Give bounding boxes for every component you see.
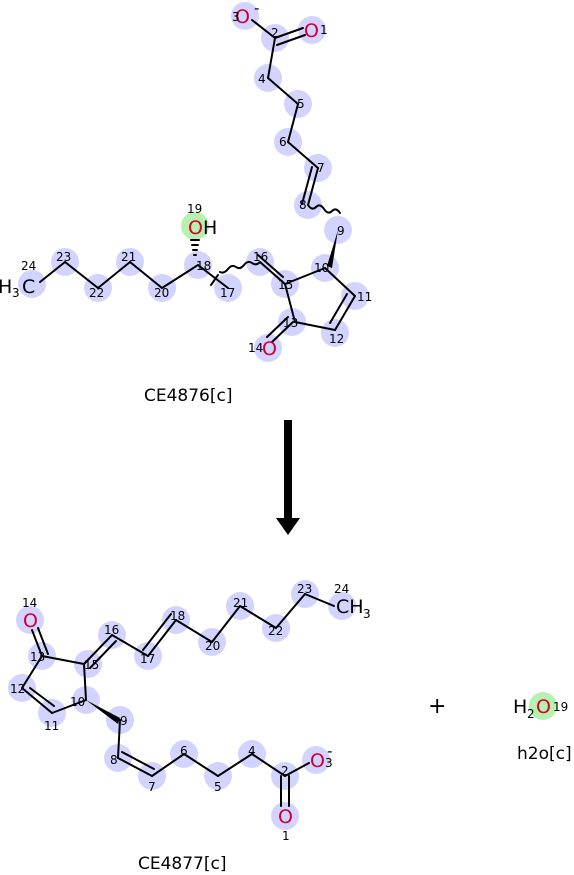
reaction-arrow	[276, 420, 300, 535]
product-oxygen-3: O	[310, 750, 325, 772]
product-num-5: 5	[214, 780, 222, 794]
product-num-13: 13	[30, 650, 45, 664]
product-num-16: 16	[104, 623, 119, 637]
product-oxygen-14: O	[23, 610, 38, 632]
reactant-charge: -	[254, 0, 259, 17]
reactant-num-17: 17	[220, 286, 235, 300]
reactant-num-23: 23	[56, 250, 71, 264]
product-oxygen-1: O	[278, 806, 293, 828]
product-num-2: 2	[281, 764, 289, 778]
reactant-methyl-h: H	[0, 276, 12, 298]
product-num-20: 20	[205, 639, 220, 653]
reactant-methyl-sub: 3	[12, 286, 20, 300]
water-molecule: H 2 O 19	[513, 692, 568, 721]
reactant-oxygen-14: O	[262, 338, 277, 360]
product-num-12: 12	[10, 682, 25, 696]
product-methyl-ch: CH	[336, 596, 364, 618]
reactant-num-22: 22	[89, 286, 104, 300]
product-num-9: 9	[120, 714, 128, 728]
product-num-18: 18	[170, 609, 185, 623]
reactant-num-18: 18	[196, 259, 211, 273]
reactant-hash-wedge	[190, 239, 200, 256]
product-name-label: CE4877[c]	[138, 854, 227, 874]
product-methyl-sub: 3	[363, 607, 371, 621]
reactant-num-3: 3	[232, 10, 240, 24]
product-num-17: 17	[140, 652, 155, 666]
reactant-num-16: 16	[253, 250, 268, 264]
reactant-num-19: 19	[187, 202, 202, 216]
reactant-oxygen-3: O	[235, 6, 250, 28]
plus-sign: +	[428, 694, 447, 719]
product-num-11: 11	[44, 719, 59, 733]
product-num-15: 15	[84, 658, 99, 672]
reactant-num-14: 14	[248, 341, 263, 355]
reactant-name-label: CE4876[c]	[144, 386, 233, 406]
reactant-num-15: 15	[278, 278, 293, 292]
water-sub: 2	[527, 707, 535, 721]
reactant-methyl-c: C	[22, 276, 35, 298]
reactant-num-12: 12	[329, 332, 344, 346]
reactant-num-11: 11	[357, 290, 372, 304]
product-num-23: 23	[297, 582, 312, 596]
product-num-10: 10	[70, 695, 85, 709]
water-name-label: h2o[c]	[517, 744, 572, 764]
product-num-4: 4	[248, 744, 256, 758]
product-charge: -	[327, 742, 332, 760]
product-num-3: 3	[325, 756, 333, 770]
product-bonds	[21, 593, 335, 807]
product-num-8: 8	[110, 753, 118, 767]
product-num-1: 1	[282, 829, 290, 843]
reactant-oxygen-1: O	[304, 20, 319, 42]
reactant-oxygen-19: O	[188, 217, 203, 239]
reactant-atom-highlights	[18, 2, 369, 362]
water-h: H	[513, 696, 527, 718]
reactant-num-5: 5	[297, 97, 305, 111]
reactant-num-24: 24	[21, 259, 36, 273]
reactant-num-8: 8	[299, 198, 307, 212]
reactant-num-10: 10	[314, 261, 329, 275]
water-atom-num: 19	[553, 700, 568, 714]
reactant-num-7: 7	[317, 161, 325, 175]
product-molecule: O O - O CH 3 1 2 3 4 5 6 7 8 9 10 11 12 …	[8, 580, 371, 843]
reactant-num-4: 4	[258, 72, 266, 86]
reactant-num-20: 20	[154, 286, 169, 300]
reactant-num-2: 2	[271, 26, 279, 40]
product-num-24: 24	[334, 582, 349, 596]
reactant-num-1: 1	[320, 23, 328, 37]
water-o: O	[536, 696, 551, 718]
reactant-num-6: 6	[279, 135, 287, 149]
product-num-22: 22	[268, 624, 283, 638]
product-num-21: 21	[233, 596, 248, 610]
reactant-num-9: 9	[337, 224, 345, 238]
product-num-14: 14	[22, 596, 37, 610]
reactant-atom-numbers: 1 2 3 4 5 6 7 8 9 10 11 12 13 14 15 16 1…	[21, 10, 372, 355]
reactant-hydroxyl-h: H	[203, 217, 217, 239]
reactant-molecule: O - O O O H H 3 C 1 2 3 4 5 6 7 8 9 10 1…	[0, 0, 372, 362]
product-atom-numbers: 1 2 3 4 5 6 7 8 9 10 11 12 13 14 15 16 1…	[10, 582, 349, 843]
product-num-7: 7	[148, 780, 156, 794]
reactant-num-21: 21	[121, 250, 136, 264]
reactant-bonds	[39, 19, 356, 343]
product-num-6: 6	[180, 744, 188, 758]
reactant-num-13: 13	[283, 316, 298, 330]
